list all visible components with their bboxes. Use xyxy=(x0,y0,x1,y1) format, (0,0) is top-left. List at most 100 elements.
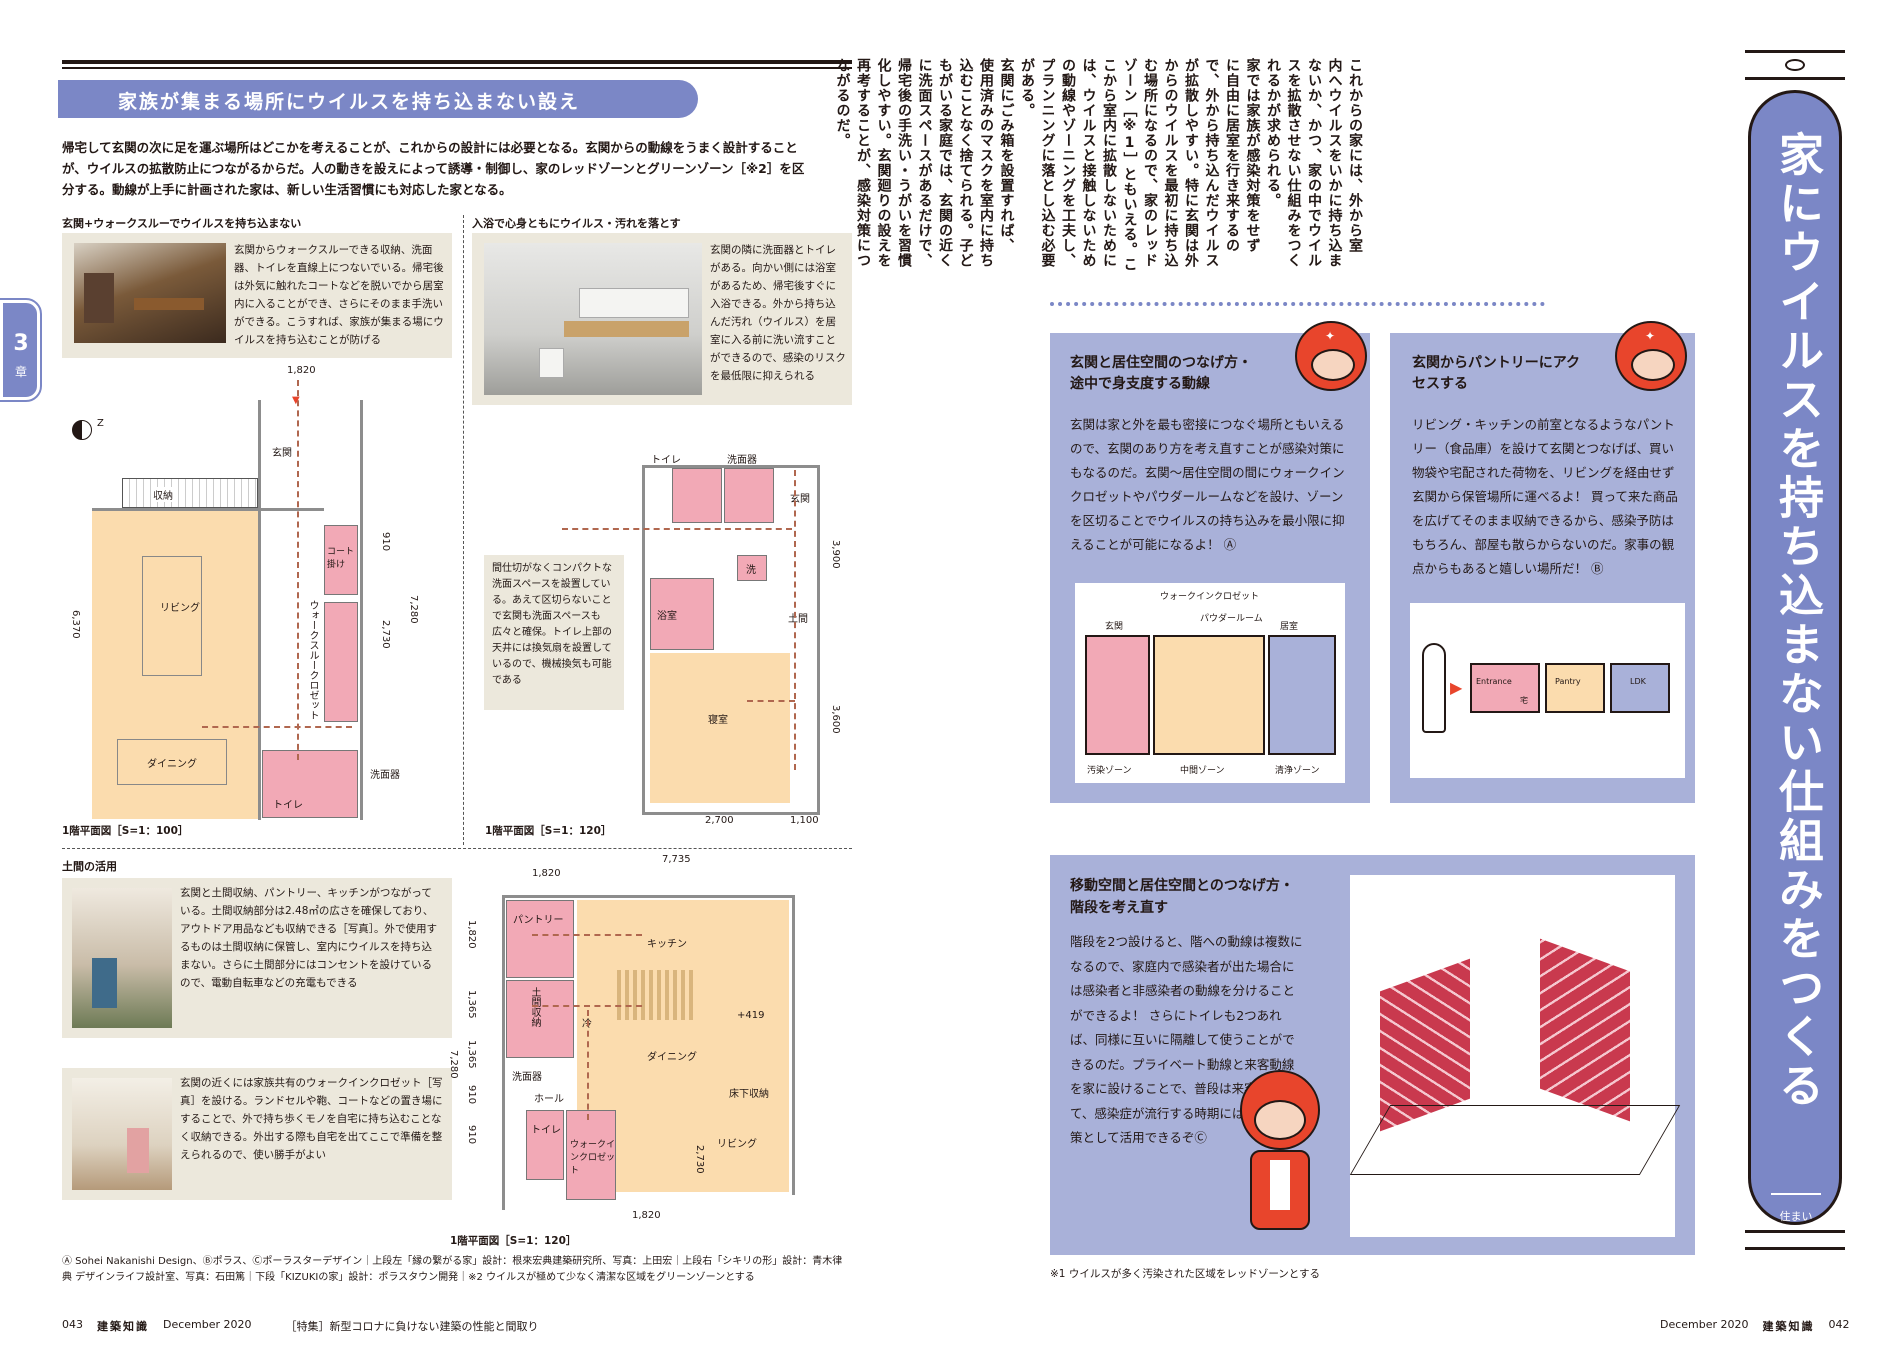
row-divider xyxy=(62,848,852,849)
dimension-label: 1,820 xyxy=(287,365,316,376)
flow-arrow xyxy=(532,934,642,936)
dimension-label: 3,900 xyxy=(830,540,841,569)
doma-storage: 土間収納 xyxy=(506,980,574,1058)
diagram-label: LDK xyxy=(1630,677,1646,686)
dimension-label: 1,820 xyxy=(466,920,477,949)
room-label: ダイニング xyxy=(647,1052,697,1063)
stair-illustration xyxy=(1349,875,1681,1237)
section-title-bar: 家族が集まる場所にウイルスを持ち込まない設え xyxy=(58,80,698,118)
body-line: ゾーン［※1］ともいえる。こ xyxy=(1121,58,1138,272)
toilet-room: トイレ xyxy=(262,750,358,818)
plan3-caption-1: 玄関と土間収納、パントリー、キッチンがつながっている。土間収納部分は2.48㎡の… xyxy=(180,887,438,989)
plan1-heading: 玄関+ウォークスルーでウイルスを持ち込まない xyxy=(62,217,302,230)
plan1-caption-box: 玄関からウォークスルーできる収納、洗面器、トイレを直線上につないでいる。帰宅後は… xyxy=(62,233,452,358)
pantry-box: Pantry xyxy=(1545,663,1605,713)
magazine-name: 建築知識 xyxy=(1762,1320,1815,1333)
body-line: は、ウイルスと接触しないため xyxy=(1080,58,1097,268)
photo-cabinet xyxy=(579,288,689,318)
issue-date: December 2020 xyxy=(163,1318,252,1331)
flow-arrow xyxy=(297,380,299,760)
panel-c-title: 移動空間と居住空間とのつなげ方・階段を考え直す xyxy=(1070,878,1294,916)
room-label: 洗 xyxy=(746,565,756,576)
photo-toilet xyxy=(539,348,564,378)
photo-person xyxy=(92,958,117,1008)
wall xyxy=(642,812,820,815)
panel-a: 玄関と居住空間のつなげ方・途中で身支度する動線 ✦ 玄関は家と外を最も密接につな… xyxy=(1050,321,1370,803)
plan2-footer: 1階平面図［S=1：120］ xyxy=(485,825,612,837)
footnote-1: ※1 ウイルスが多く汚染された区域をレッドゾーンとする xyxy=(1050,1268,1320,1280)
right-footer: December 2020 建築知識 042 xyxy=(1660,1318,1850,1334)
flow-arrow xyxy=(794,470,796,770)
plan3-footer: 1階平面図［S=1：120］ xyxy=(450,1235,577,1247)
body-line: 玄関にごみ箱を設置すれば、 xyxy=(998,58,1015,253)
plan3-photo-1 xyxy=(72,888,172,1028)
body-line: に洗面スペースがあるだけで、 xyxy=(916,58,933,268)
chapter-label: 章 xyxy=(14,365,27,379)
body-line: こから室内に拡散しないために xyxy=(1101,58,1117,268)
walk-in-closet: ウォークインクロゼット xyxy=(566,1110,616,1200)
room-label: 収納 xyxy=(153,487,173,502)
dimension-label: 1,820 xyxy=(532,868,561,879)
plan2-photo xyxy=(484,243,702,395)
diagram-label: 居室 xyxy=(1280,622,1299,632)
washbasin-area: 洗面器 xyxy=(724,455,774,523)
pantry: パントリー xyxy=(506,900,574,978)
dimension-label: 3,600 xyxy=(830,705,841,734)
body-line: スを拡散させない仕組みをつく xyxy=(1285,58,1302,268)
title-column: 家にウイルスを持ち込まない仕組みをつくる 住まい xyxy=(1740,50,1850,1250)
dimension-label: 2,730 xyxy=(380,620,391,649)
body-line: これからの家には、外から室 xyxy=(1347,58,1363,253)
body-line: 家では家族が感染対策をせず xyxy=(1244,58,1261,253)
photo-shelf xyxy=(84,273,114,323)
right-vertical-body: これからの家には、外から室 内へウイルスをいかに持ち込ま ないか、かつ、家の中で… xyxy=(835,58,1365,298)
flow-arrow xyxy=(587,1010,589,1120)
mascot-large-icon xyxy=(1220,1070,1340,1240)
panel-b: 玄関からパントリーにアクセスする ✦ リビング・キッチンの前室となるようなパント… xyxy=(1390,321,1695,803)
feature-title: ［特集］新型コロナに負けない建築の性能と間取り xyxy=(285,1320,539,1333)
photo-table xyxy=(134,298,204,310)
pantry-diagram: Entrance 宅 Pantry LDK ▶ xyxy=(1410,603,1685,778)
room-label: ホール xyxy=(534,1094,564,1105)
room-label: パントリー xyxy=(513,915,564,926)
arrow-icon: ▶ xyxy=(1450,678,1463,697)
body-line: ながるのだ。 xyxy=(834,58,851,148)
body-line: に自由に居室を行き来するの xyxy=(1224,58,1240,253)
body-line: 再考することが、感染対策につ xyxy=(855,58,871,268)
room-label: トイレ xyxy=(531,1125,561,1136)
plan1-caption: 玄関からウォークスルーできる収納、洗面器、トイレを直線上につないでいる。帰宅後は… xyxy=(234,244,444,346)
room-label: 土間 xyxy=(788,614,808,625)
page-main-title: 家にウイルスを持ち込まない仕組みをつくる xyxy=(1771,131,1824,1111)
title-ornament-top-icon xyxy=(1745,50,1845,80)
diagram-label: Pantry xyxy=(1555,677,1581,686)
diagram-label: 玄関 xyxy=(1105,622,1124,632)
washer: 洗 xyxy=(737,555,767,581)
dimension-label: 1,365 xyxy=(466,990,477,1019)
panel-c: 移動空間と居住空間とのつなげ方・階段を考え直す 階段を2つ設けると、階への動線は… xyxy=(1050,855,1695,1255)
plan3-caption-box-2: 玄関の近くには家族共有のウォークインクロゼット［写真］を設ける。ランドセルや鞄、… xyxy=(62,1068,452,1200)
storage-room: 収納 xyxy=(122,478,258,508)
wall xyxy=(817,465,820,815)
dimension-label: 1,365 xyxy=(466,1040,477,1069)
body-line: の動線やゾーニングを工夫し、 xyxy=(1060,58,1076,268)
top-rule xyxy=(62,60,852,64)
room-label: 土間収納 xyxy=(529,987,540,1027)
wall xyxy=(642,465,820,468)
room-label: トイレ xyxy=(651,455,681,466)
dimension-label: 6,370 xyxy=(70,610,81,639)
body-line: む場所になるので、家のレッド xyxy=(1142,58,1158,268)
magazine-name: 建築知識 xyxy=(97,1320,149,1333)
person-icon xyxy=(1422,643,1446,733)
north-arrow-icon xyxy=(72,420,92,440)
panel-a-text: 玄関は家と外を最も密接につなぐ場所ともいえるので、玄関のあり方を考え直すことが感… xyxy=(1070,417,1345,552)
wall xyxy=(92,508,324,511)
plan1-photo xyxy=(74,243,226,343)
zone-label: 清浄ゾーン xyxy=(1275,766,1320,776)
flow-arrow xyxy=(747,700,795,702)
body-line: ないか、かつ、家の中でウイル xyxy=(1306,58,1322,268)
room-label: トイレ xyxy=(273,800,303,811)
body-line: れるかが求められる。 xyxy=(1265,58,1281,208)
issue-date: December 2020 xyxy=(1660,1318,1749,1331)
room-label: キッチン xyxy=(647,939,687,950)
floor-plane xyxy=(1349,1105,1681,1175)
toilet-room: トイレ xyxy=(526,1110,564,1180)
